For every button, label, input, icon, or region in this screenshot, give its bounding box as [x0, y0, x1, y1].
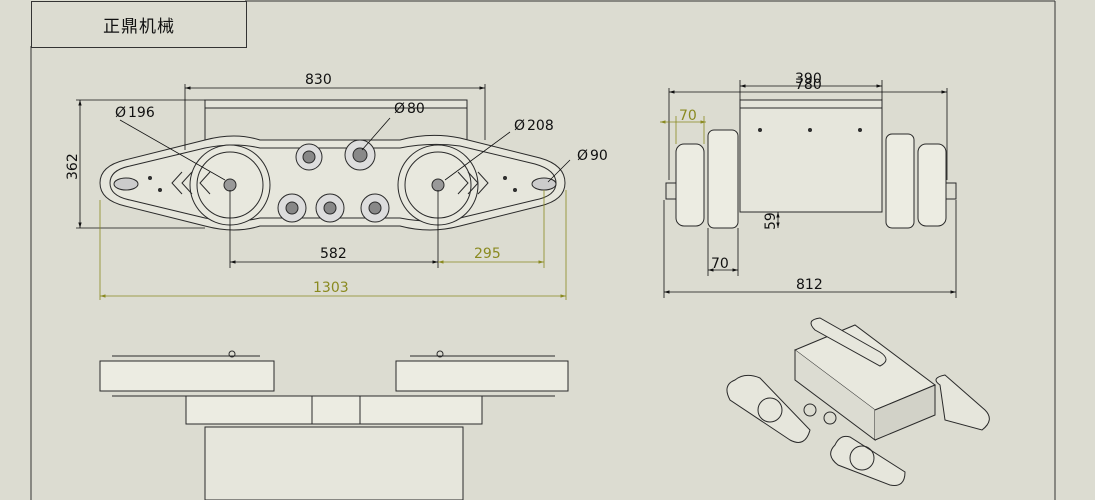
dim-overall-width: 812: [796, 277, 823, 293]
dim-track-width: 70: [679, 108, 697, 124]
end-view-dimensions: [663, 80, 957, 298]
dim-width-outer: 390: [795, 71, 822, 87]
end-view: [665, 99, 957, 229]
dia-symbol-90: Ø: [577, 148, 588, 164]
dim-clearance: 59: [763, 212, 779, 230]
sheet-border: [30, 0, 1056, 500]
end-view-olive-dims: [660, 116, 706, 144]
dim-dia-90: 90: [590, 148, 608, 164]
dim-overall-length: 1303: [313, 280, 349, 296]
dia-symbol-80: Ø: [394, 101, 405, 117]
end-view-labels: 390 780 70 70 59 812: [679, 71, 823, 293]
isometric-view: [726, 317, 990, 486]
dim-dia-208: 208: [527, 118, 554, 134]
dia-symbol-196: Ø: [115, 105, 126, 121]
dim-track-gap: 70: [711, 256, 729, 272]
title-block: 正鼎机械: [31, 1, 247, 48]
side-view: [99, 99, 566, 231]
dia-symbol-208: Ø: [514, 118, 525, 134]
dim-dia-196: 196: [128, 105, 155, 121]
dim-width-inner: 780: [795, 77, 822, 93]
dim-height: 362: [65, 153, 81, 180]
side-view-dimensions: [76, 84, 571, 268]
top-view: [99, 350, 569, 500]
company-name: 正鼎机械: [103, 17, 175, 37]
dim-rear-offset: 295: [474, 246, 501, 262]
dim-dia-80: 80: [407, 101, 425, 117]
dim-top-length: 830: [305, 72, 332, 88]
side-view-olive-dims: [99, 190, 567, 300]
dim-center-span: 582: [320, 246, 347, 262]
side-view-labels: 830 362 582 295 1303 Ø 196 Ø 80 Ø 208 Ø …: [65, 72, 608, 296]
